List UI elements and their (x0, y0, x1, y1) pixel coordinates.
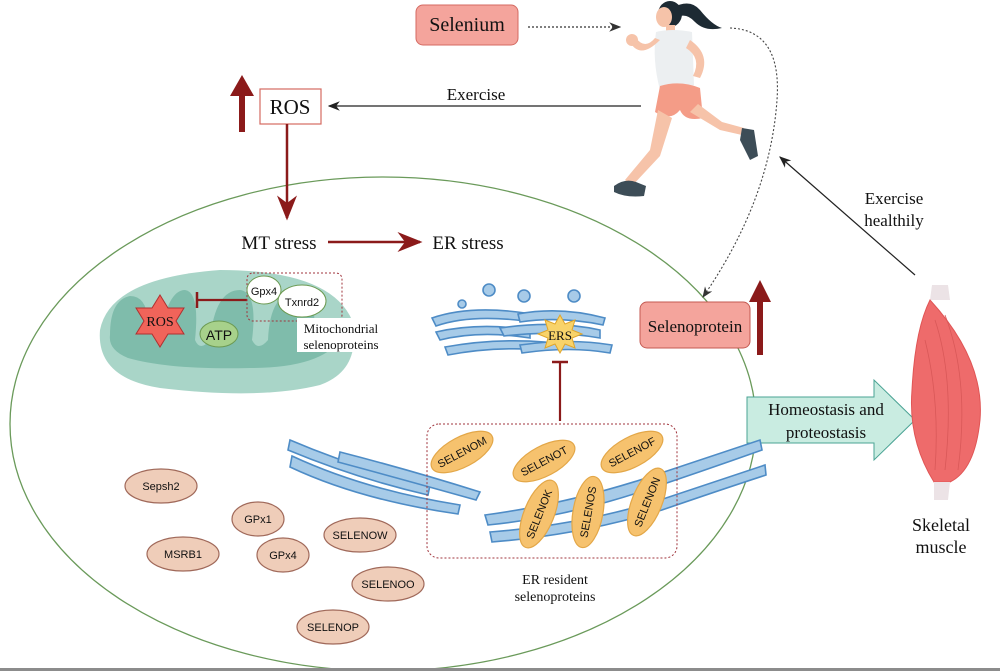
mito-ros-label: ROS (146, 315, 173, 330)
cytosolic-protein-msrb1-shape (146, 536, 220, 572)
cytosolic-protein-gpx4-label: GPx4 (269, 550, 297, 562)
cytosolic-protein-gpx1-shape (231, 501, 285, 537)
exercise-healthily-arrow (779, 156, 916, 276)
cytosolic-protein-sepsh2-shape (124, 468, 198, 504)
exercise-label: Exercise (447, 85, 506, 104)
homeostasis-arrow: Homeostasis and proteostasis (746, 378, 916, 462)
homeostasis-line1: Homeostasis and (768, 400, 884, 419)
cytosolic-protein-selenoo-shape (351, 566, 425, 602)
ros-top-label: ROS (270, 95, 311, 119)
er-protein-selenot-shape (512, 439, 576, 483)
selenoprotein-increase-arrow-icon (749, 280, 771, 355)
bottom-border (0, 668, 1000, 671)
ros-star-icon (135, 294, 185, 348)
mitochondrion: ROS ATP Gpx4 Txnrd2 Mitochondrial seleno… (99, 270, 383, 394)
homeostasis-line2: proteostasis (786, 423, 866, 442)
selenium-box: Selenium (415, 4, 519, 46)
cytosolic-protein-selenop: SELENOP (296, 609, 370, 645)
er-protein-selenom: SELENOM (430, 430, 494, 474)
cytosolic-protein-sepsh2-label: Sepsh2 (142, 481, 179, 493)
cytosolic-protein-msrb1-label: MSRB1 (164, 549, 202, 561)
selenoprotein-box: Selenoprotein (639, 301, 751, 349)
cytosolic-protein-selenow-shape (323, 517, 397, 553)
mito-label-line2: selenoproteins (303, 337, 378, 352)
runner-to-selenoprotein-arrow (702, 27, 778, 298)
txnrd2-label: Txnrd2 (285, 297, 319, 309)
cytosolic-protein-selenop-shape (296, 609, 370, 645)
cytosolic-protein-selenoo: SELENOO (351, 566, 425, 602)
er-resident-box (426, 423, 678, 559)
er-protein-selenon-shape (627, 467, 667, 537)
cytosolic-protein-msrb1: MSRB1 (146, 536, 220, 572)
exercise-healthily-line2: healthily (864, 211, 924, 230)
gpx4-mito-label: Gpx4 (251, 286, 277, 298)
er-protein-selenok-shape (519, 479, 559, 549)
selenium-label: Selenium (429, 14, 505, 36)
selenoprotein-label: Selenoprotein (648, 317, 743, 336)
ros-box: ROS (259, 88, 322, 125)
er-label-line2: selenoproteins (515, 590, 596, 605)
ers-label: ERS (548, 328, 572, 343)
er-protein-selenof-shape (600, 430, 664, 474)
golgi-organelle (430, 283, 613, 356)
cytosolic-protein-selenoo-label: SELENOO (361, 579, 415, 591)
mt-stress-label: MT stress (241, 233, 316, 254)
runner-illustration (614, 1, 758, 197)
skeletal-muscle-illustration: Skeletal muscle (911, 285, 981, 557)
er-protein-selenos: SELENOS (571, 475, 605, 549)
cytosolic-protein-selenop-label: SELENOP (307, 622, 359, 634)
cytosolic-protein-selenow: SELENOW (323, 517, 397, 553)
er-protein-selenos-shape (571, 475, 605, 549)
cytosolic-protein-gpx4-shape (256, 537, 310, 573)
cytosolic-protein-sepsh2: Sepsh2 (124, 468, 198, 504)
exercise-healthily-line1: Exercise (865, 189, 924, 208)
ros-increase-arrow-icon (230, 75, 254, 132)
atp-label: ATP (206, 327, 232, 343)
mito-label-line1: Mitochondrial (304, 321, 379, 336)
ers-burst-icon (536, 313, 584, 355)
er-protein-selenom-shape (430, 430, 494, 474)
skeletal-line2: muscle (916, 537, 967, 557)
skeletal-line1: Skeletal (912, 515, 970, 535)
cytosolic-protein-selenow-label: SELENOW (332, 530, 388, 542)
er-label-line1: ER resident (522, 573, 588, 588)
cytosolic-protein-gpx4: GPx4 (256, 537, 310, 573)
cytosolic-protein-gpx1-label: GPx1 (244, 514, 272, 526)
cytosolic-protein-gpx1: GPx1 (231, 501, 285, 537)
er-stress-label: ER stress (432, 233, 503, 254)
